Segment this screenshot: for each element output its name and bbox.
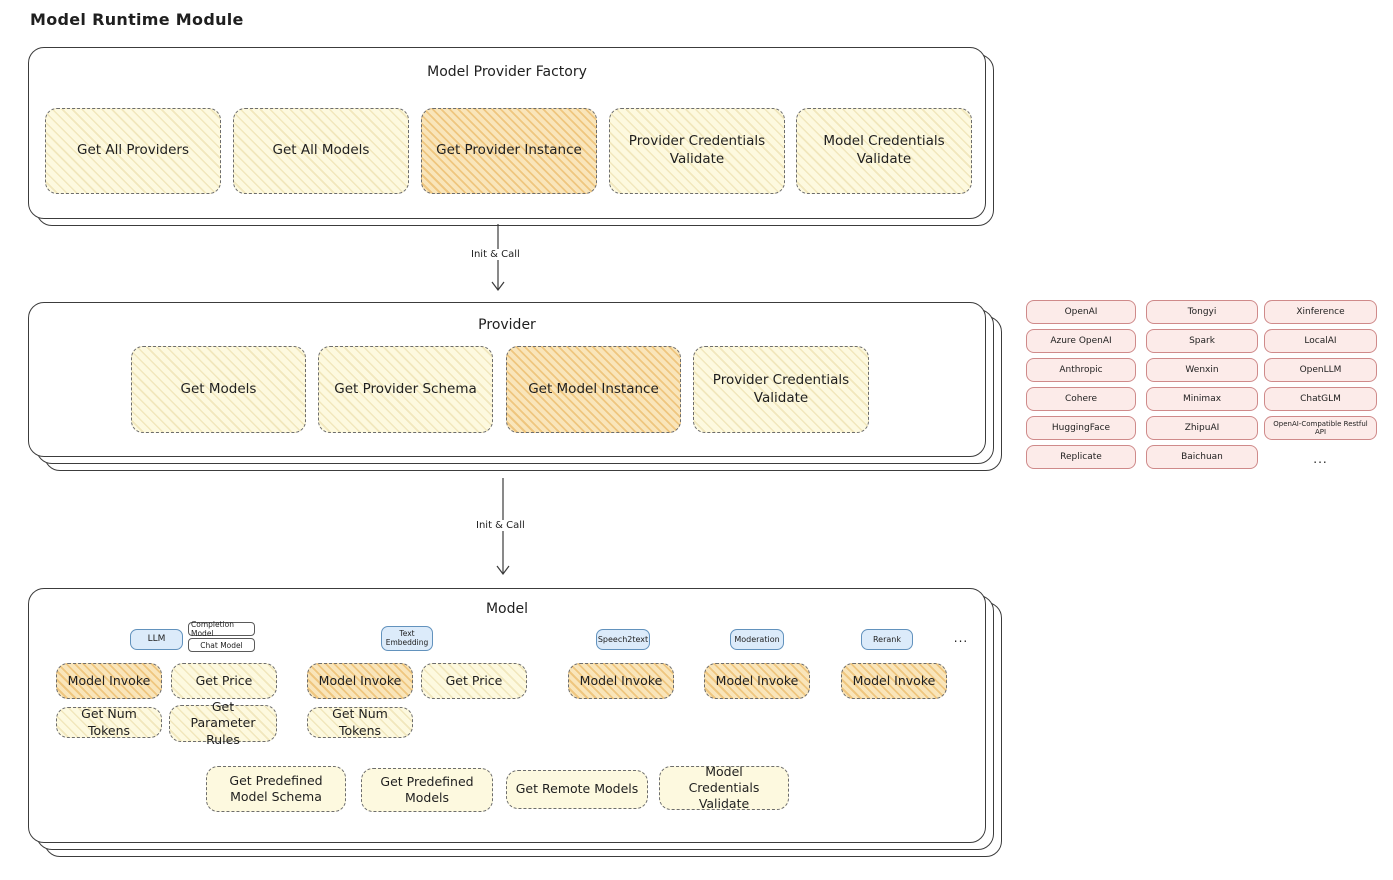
vendor-pill-localai: LocalAI xyxy=(1264,329,1377,353)
node-provider-credentials-validate-2: Provider Credentials Validate xyxy=(693,346,869,433)
vendor-column-2: Tongyi Spark Wenxin Minimax ZhipuAI Baic… xyxy=(1146,300,1258,469)
model-panel: Model LLM Completion Model Chat Model Te… xyxy=(28,588,1002,857)
chip-text-embedding: Text Embedding xyxy=(381,626,433,651)
node-get-provider-instance: Get Provider Instance xyxy=(421,108,597,194)
chip-moderation: Moderation xyxy=(730,629,784,650)
vendor-pill-anthropic: Anthropic xyxy=(1026,358,1136,382)
node-get-predefined-model-schema: Get Predefined Model Schema xyxy=(206,766,346,812)
node-embedding-get-price: Get Price xyxy=(421,663,527,699)
node-embedding-model-invoke: Model Invoke xyxy=(307,663,413,699)
node-get-remote-models: Get Remote Models xyxy=(506,770,648,809)
node-moderation-model-invoke: Model Invoke xyxy=(704,663,810,699)
node-llm-get-parameter-rules: Get Parameter Rules xyxy=(169,699,277,747)
chip-speech2text: Speech2text xyxy=(596,629,650,650)
chip-rerank: Rerank xyxy=(861,629,913,650)
provider-panel-sheet: Provider Get Models Get Provider Schema … xyxy=(28,302,986,457)
vendor-pill-spark: Spark xyxy=(1146,329,1258,353)
vendor-pill-replicate: Replicate xyxy=(1026,445,1136,469)
node-get-models: Get Models xyxy=(131,346,306,433)
provider-title: Provider xyxy=(478,317,536,333)
vendor-column-1: OpenAI Azure OpenAI Anthropic Cohere Hug… xyxy=(1026,300,1136,469)
vendor-pill-minimax: Minimax xyxy=(1146,387,1258,411)
node-llm-model-invoke: Model Invoke xyxy=(56,663,162,699)
node-get-all-models: Get All Models xyxy=(233,108,409,194)
arrow-label-init-call-2: Init & Call xyxy=(473,520,528,531)
vendor-pill-wenxin: Wenxin xyxy=(1146,358,1258,382)
vendor-pill-tongyi: Tongyi xyxy=(1146,300,1258,324)
chip-llm: LLM xyxy=(130,629,183,650)
arrow-label-init-call-1: Init & Call xyxy=(468,249,523,260)
factory-panel-sheet: Model Provider Factory Get All Providers… xyxy=(28,47,986,219)
chip-chat-model: Chat Model xyxy=(188,638,255,652)
diagram-title: Model Runtime Module xyxy=(30,10,244,29)
node-model-credentials-validate-2: Model Credentials Validate xyxy=(659,764,789,811)
node-provider-credentials-validate: Provider Credentials Validate xyxy=(609,108,785,194)
factory-panel: Model Provider Factory Get All Providers… xyxy=(28,47,994,226)
arrow-factory-to-provider xyxy=(491,224,505,291)
node-model-credentials-validate: Model Credentials Validate xyxy=(796,108,972,194)
node-embedding-get-num-tokens: Get Num Tokens xyxy=(307,706,413,738)
model-title: Model xyxy=(485,601,529,617)
node-get-predefined-models: Get Predefined Models xyxy=(361,768,493,812)
model-types-ellipsis: ... xyxy=(953,631,969,645)
node-speech2text-model-invoke: Model Invoke xyxy=(568,663,674,699)
vendor-pill-xinference: Xinference xyxy=(1264,300,1377,324)
node-get-model-instance: Get Model Instance xyxy=(506,346,681,433)
chip-completion-model: Completion Model xyxy=(188,620,255,638)
vendor-pill-chatglm: ChatGLM xyxy=(1264,387,1377,411)
vendor-pill-openllm: OpenLLM xyxy=(1264,358,1377,382)
node-llm-get-price: Get Price xyxy=(171,663,277,699)
vendor-pill-zhipuai: ZhipuAI xyxy=(1146,416,1258,440)
vendor-column-3: Xinference LocalAI OpenLLM ChatGLM OpenA… xyxy=(1264,300,1377,440)
node-rerank-model-invoke: Model Invoke xyxy=(841,663,947,699)
vendor-pill-baichuan: Baichuan xyxy=(1146,445,1258,469)
vendor-pill-openai-compatible: OpenAI-Compatible Restful API xyxy=(1264,416,1377,440)
node-get-provider-schema: Get Provider Schema xyxy=(318,346,493,433)
factory-title: Model Provider Factory xyxy=(427,64,587,80)
vendor-pill-cohere: Cohere xyxy=(1026,387,1136,411)
model-panel-sheet: Model LLM Completion Model Chat Model Te… xyxy=(28,588,986,843)
node-llm-get-num-tokens: Get Num Tokens xyxy=(56,706,162,738)
provider-panel: Provider Get Models Get Provider Schema … xyxy=(28,302,1002,471)
vendor-pill-huggingface: HuggingFace xyxy=(1026,416,1136,440)
vendor-pill-openai: OpenAI xyxy=(1026,300,1136,324)
vendor-pill-azure-openai: Azure OpenAI xyxy=(1026,329,1136,353)
vendor-more-ellipsis: ... xyxy=(1313,452,1328,466)
node-get-all-providers: Get All Providers xyxy=(45,108,221,194)
